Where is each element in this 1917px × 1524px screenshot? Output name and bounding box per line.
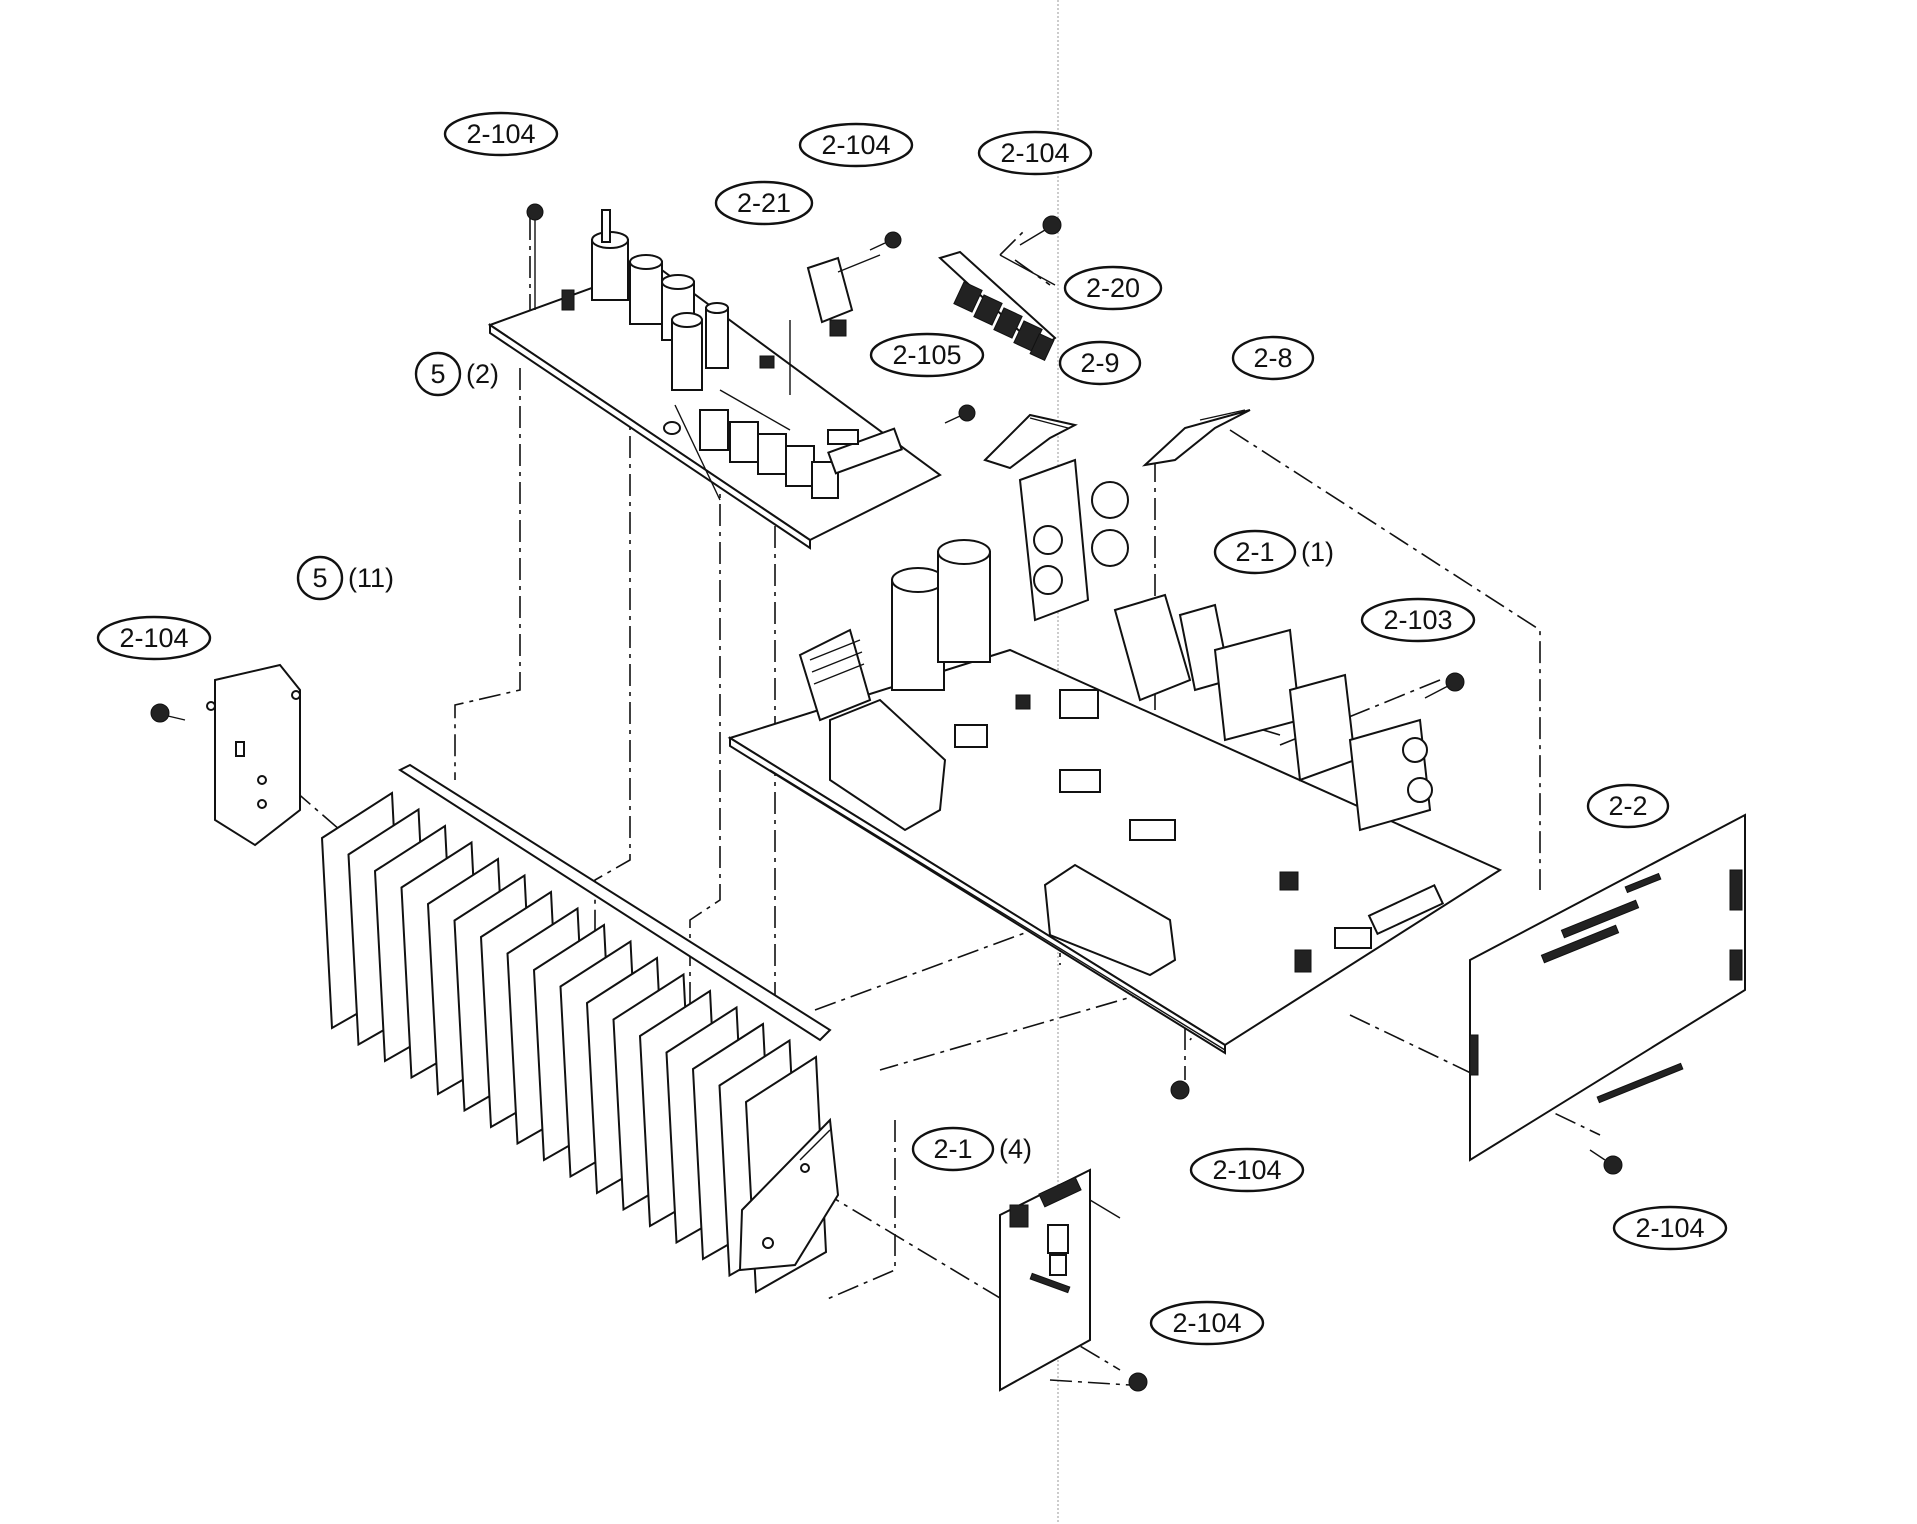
- callout-oval: [911, 1126, 995, 1172]
- callout-label: 2-103: [1383, 605, 1452, 635]
- callout-oval: [1063, 265, 1163, 311]
- callout-2-20: 2-20: [1063, 265, 1163, 311]
- callout-label: 2-104: [1172, 1308, 1241, 1338]
- callout-label: 2-1: [933, 1134, 972, 1164]
- callout-label: 2-104: [1635, 1213, 1704, 1243]
- callout-2-104: 2-104: [1189, 1147, 1305, 1193]
- callout-oval: [443, 111, 559, 157]
- callout-2-104: 2-104: [977, 130, 1093, 176]
- callout-label: 2-9: [1080, 348, 1119, 378]
- bracket-2-21: [806, 254, 881, 337]
- callout-label: 2-104: [821, 130, 890, 160]
- screw-icon: [1019, 215, 1062, 246]
- callout-oval: [1231, 335, 1315, 381]
- callout-2-21: 2-21: [714, 180, 814, 226]
- screw-icon: [1128, 1372, 1148, 1392]
- callout-2-104: 2-104: [798, 122, 914, 168]
- callout-2-105: 2-105: [869, 332, 985, 378]
- callout-labels: 2-104 2-104 2-104 2-21 2-20 2-105 2-9 2-8 5 (2) 5 (…: [96, 111, 1728, 1346]
- callout-oval: [714, 180, 814, 226]
- screw-icon: [1170, 1080, 1190, 1100]
- screws: [150, 203, 1623, 1392]
- callout-oval: [977, 130, 1093, 176]
- screw-icon: [1589, 1149, 1623, 1175]
- pcb-2-2: [1469, 813, 1746, 1162]
- callout-oval: [1360, 597, 1476, 643]
- callout-label: 2-104: [1000, 138, 1069, 168]
- callout-oval: [414, 351, 462, 397]
- pcb-2-1-4: [999, 1168, 1121, 1392]
- capacitors-top: [591, 209, 729, 391]
- callout-2-1: 2-1 (4): [911, 1126, 1032, 1172]
- callout-2-104: 2-104: [1149, 1300, 1265, 1346]
- callout-label: 2-104: [466, 119, 535, 149]
- callout-2-104: 2-104: [443, 111, 559, 157]
- callout-label: 2-1: [1235, 537, 1274, 567]
- callout-2-2: 2-2: [1586, 783, 1670, 829]
- relay-strip-2-20: [938, 250, 1057, 362]
- callout-oval: [869, 332, 985, 378]
- ribbon-cable-2-9: [983, 413, 1078, 470]
- screw-icon: [1424, 672, 1465, 699]
- callout-suffix: (4): [999, 1134, 1032, 1164]
- heatsink: [320, 763, 832, 1294]
- callout-label: 2-21: [737, 188, 791, 218]
- callout-oval: [1586, 783, 1670, 829]
- callout-label: 5: [312, 563, 327, 593]
- callout-2-8: 2-8: [1231, 335, 1315, 381]
- callout-2-1: 2-1 (1): [1213, 529, 1334, 575]
- callout-label: 2-105: [892, 340, 961, 370]
- callout-oval: [1058, 340, 1142, 386]
- front-bracket: [738, 1117, 840, 1272]
- callout-oval: [1213, 529, 1297, 575]
- callout-suffix: (11): [348, 563, 394, 593]
- callout-label: 2-2: [1608, 791, 1647, 821]
- callout-oval: [1149, 1300, 1265, 1346]
- callout-oval: [96, 615, 212, 661]
- callout-2-104: 2-104: [96, 615, 212, 661]
- callout-oval: [1612, 1205, 1728, 1251]
- callout-label: 2-20: [1086, 273, 1140, 303]
- callout-suffix: (2): [466, 359, 499, 389]
- callout-label: 2-8: [1253, 343, 1292, 373]
- screw-icon: [526, 203, 544, 310]
- callout-5: 5 (11): [296, 555, 394, 601]
- screw-icon: [869, 231, 902, 251]
- callout-oval: [296, 555, 344, 601]
- screw-icon: [150, 703, 186, 723]
- callout-5: 5 (2): [414, 351, 499, 397]
- callout-2-9: 2-9: [1058, 340, 1142, 386]
- main-pcb: [727, 458, 1503, 1055]
- callout-label: 2-104: [119, 623, 188, 653]
- screw-icon: [944, 404, 976, 424]
- upper-pcb-5-2: [487, 209, 942, 550]
- callout-label: 2-104: [1212, 1155, 1281, 1185]
- side-bracket-5-11: [206, 663, 301, 847]
- callout-oval: [1189, 1147, 1305, 1193]
- callout-oval: [798, 122, 914, 168]
- callout-suffix: (1): [1301, 537, 1334, 567]
- ribbon-cable-2-8: [1141, 409, 1251, 467]
- callout-2-103: 2-103: [1360, 597, 1476, 643]
- callout-2-104: 2-104: [1612, 1205, 1728, 1251]
- callout-label: 5: [430, 359, 445, 389]
